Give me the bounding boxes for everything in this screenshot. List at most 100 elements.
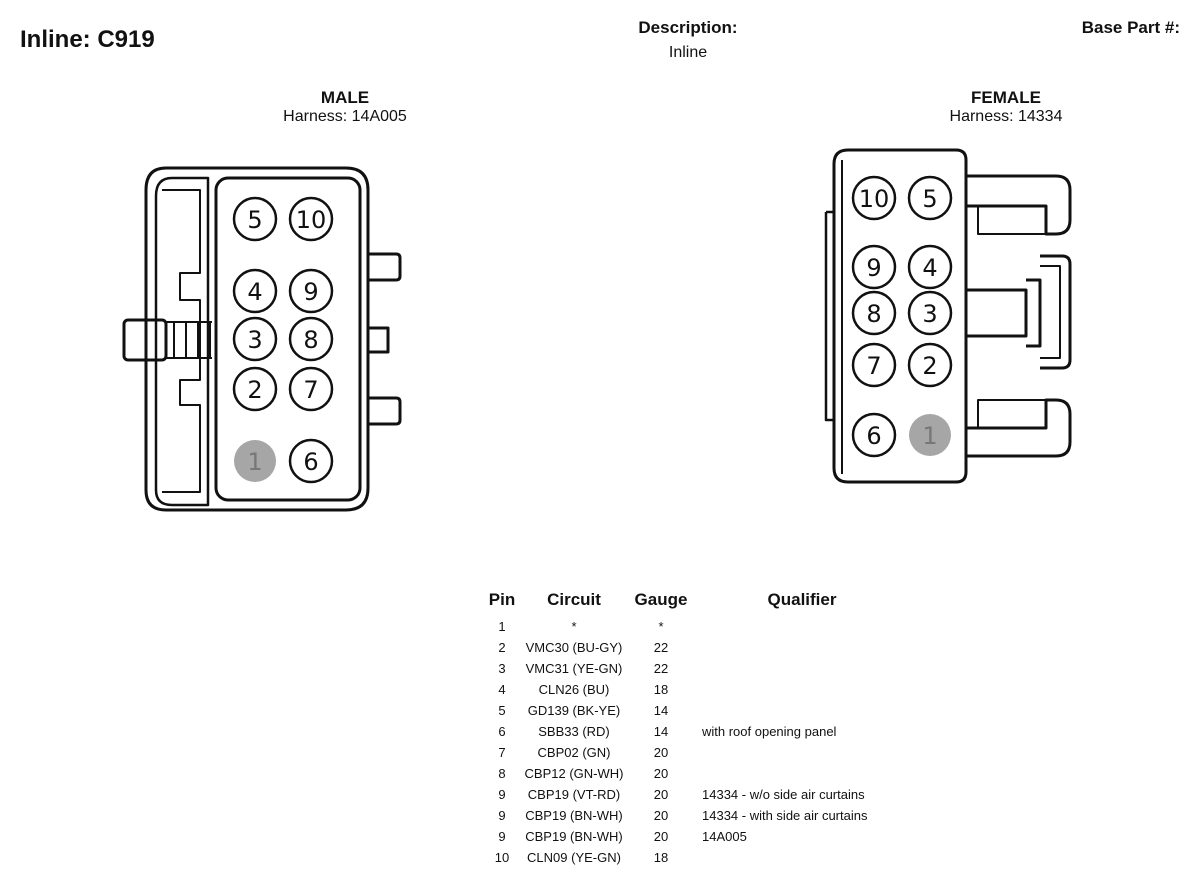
pin-column-header: Pin — [488, 590, 516, 609]
circuit-cell: SBB33 (RD) — [538, 724, 610, 739]
pin-circle — [907, 290, 953, 336]
pin-circle — [909, 414, 951, 456]
pin-circle — [232, 196, 278, 242]
pin-circle — [907, 342, 953, 388]
pin-label: 1 — [922, 422, 937, 450]
female-harness-label: Harness: 14334 — [949, 108, 1063, 125]
female-pin-8: 8 — [851, 290, 897, 336]
qualifier-cell — [696, 847, 902, 868]
female-pin-5: 5 — [907, 175, 953, 221]
male-pin-6: 6 — [288, 438, 334, 484]
gauge-column-header: Gauge — [634, 590, 688, 609]
qualifier-cell — [696, 763, 902, 784]
description-value: Inline — [668, 44, 708, 61]
gauge-cell: 18 — [653, 850, 669, 865]
pin-cell: 9 — [498, 829, 506, 844]
pin-circle — [907, 175, 953, 221]
pin-cell: 8 — [498, 766, 506, 781]
gauge-cell: 14 — [653, 703, 669, 718]
pin-label: 5 — [922, 185, 937, 213]
male-pin-1: 1 — [234, 440, 276, 482]
male-pin-5: 5 — [232, 196, 278, 242]
pin-cell: 5 — [498, 703, 506, 718]
pin-label: 10 — [296, 206, 327, 234]
pin-cell: 6 — [498, 724, 506, 739]
pin-label: 2 — [247, 376, 262, 404]
qualifier-cell — [696, 679, 902, 700]
pin-cell: 9 — [498, 808, 506, 823]
pin-circle — [851, 244, 897, 290]
pin-circle — [288, 438, 334, 484]
pin-circle — [234, 440, 276, 482]
qualifier-cell — [696, 637, 902, 658]
female-pin-7: 7 — [851, 342, 897, 388]
pin-cell: 2 — [498, 640, 506, 655]
female-pin-2: 2 — [907, 342, 953, 388]
circuit-cell: CBP19 (BN-WH) — [525, 808, 623, 823]
circuit-column-header: Circuit — [547, 590, 601, 609]
gauge-cell: 22 — [653, 640, 669, 655]
pin-label: 5 — [247, 206, 262, 234]
qualifier-cell: 14334 - with side air curtains — [702, 808, 868, 823]
gauge-cell: 20 — [653, 787, 669, 802]
connector-title: Inline: C919 — [20, 26, 155, 53]
pin-label: 3 — [922, 300, 937, 328]
circuit-cell: VMC31 (YE-GN) — [525, 661, 623, 676]
pin-cell: 7 — [498, 745, 506, 760]
pin-label: 4 — [247, 278, 262, 306]
male-pin-3: 3 — [232, 316, 278, 362]
pin-label: 10 — [859, 185, 890, 213]
gauge-cell: 18 — [653, 682, 669, 697]
qualifier-cell: 14A005 — [702, 829, 747, 844]
gauge-cell: 20 — [653, 766, 669, 781]
male-pin-9: 9 — [288, 268, 334, 314]
pin-circle — [232, 268, 278, 314]
male-connector-title: MALE — [320, 88, 370, 107]
table-row: 1** — [482, 616, 902, 637]
qualifier-cell — [696, 658, 902, 679]
qualifier-cell — [696, 742, 902, 763]
male-pin-7: 7 — [288, 366, 334, 412]
pin-circle — [232, 316, 278, 362]
male-pin-4: 4 — [232, 268, 278, 314]
gauge-cell: 20 — [653, 829, 669, 844]
pin-circle — [288, 268, 334, 314]
pin-circle — [907, 244, 953, 290]
female-pin-9: 9 — [851, 244, 897, 290]
pin-label: 6 — [303, 448, 318, 476]
pin-label: 8 — [866, 300, 881, 328]
female-pin-4: 4 — [907, 244, 953, 290]
female-connector-title: FEMALE — [971, 88, 1041, 107]
female-pin-3: 3 — [907, 290, 953, 336]
pin-cell: 9 — [498, 787, 506, 802]
qualifier-column-header: Qualifier — [767, 590, 837, 609]
male-pin-2: 2 — [232, 366, 278, 412]
description-label: Description: — [638, 18, 738, 37]
female-pin-6: 6 — [851, 412, 897, 458]
pin-label: 9 — [866, 254, 881, 282]
pin-circle — [288, 316, 334, 362]
circuit-cell: CBP19 (VT-RD) — [527, 787, 621, 802]
gauge-cell: * — [658, 619, 664, 634]
circuit-cell: GD139 (BK-YE) — [527, 703, 621, 718]
pin-label: 7 — [303, 376, 318, 404]
pin-circle — [232, 366, 278, 412]
female-pin-10: 10 — [851, 175, 897, 221]
qualifier-cell: 14334 - w/o side air curtains — [702, 787, 865, 802]
pin-label: 8 — [303, 326, 318, 354]
gauge-cell: 20 — [653, 808, 669, 823]
table-row: 9 CBP19 (BN-WH) 20 14334 - with side air cu… — [482, 805, 902, 826]
circuit-cell: * — [571, 619, 577, 634]
pin-label: 7 — [866, 352, 881, 380]
gauge-cell: 22 — [653, 661, 669, 676]
qualifier-cell — [696, 700, 902, 721]
pin-circle — [851, 342, 897, 388]
pin-circle — [851, 290, 897, 336]
pin-cell: 10 — [494, 850, 510, 865]
pin-circle — [288, 366, 334, 412]
